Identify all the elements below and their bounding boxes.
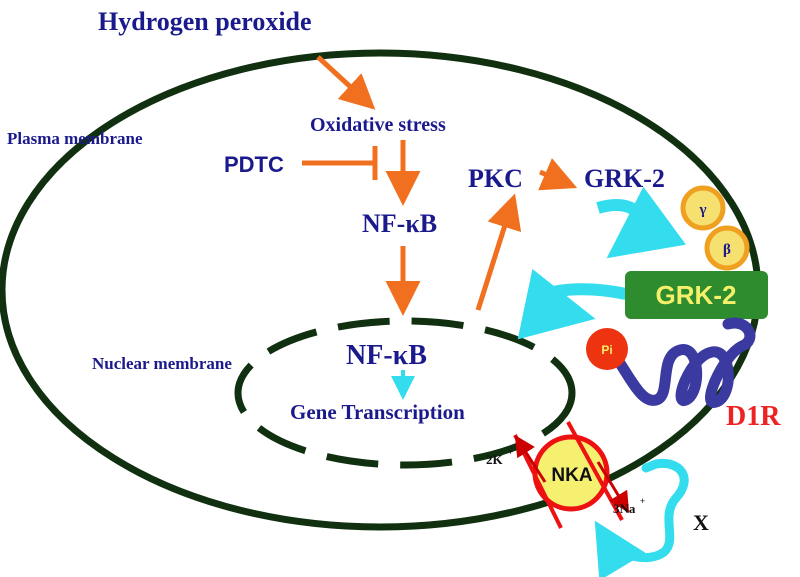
x-ligand: [594, 458, 689, 577]
plasma-membrane-label: Plasma membrane: [7, 129, 143, 148]
arrow-na-out: [596, 461, 630, 514]
oxidative-stress-label: Oxidative stress: [310, 114, 446, 136]
beta-subunit: [704, 225, 750, 271]
gamma-label: γ: [698, 202, 706, 218]
arrow-h2o2-to-oxidative-stress: [316, 55, 376, 110]
gene-transcription-label: Gene Transcription: [290, 400, 465, 424]
potassium-charge: +: [508, 447, 513, 457]
d1r-label: D1R: [726, 401, 781, 432]
d1r-receptor: [606, 317, 756, 408]
nka-label: NKA: [551, 465, 592, 486]
pdtc-label: PDTC: [224, 152, 284, 177]
hydrogen-peroxide-label: Hydrogen peroxide: [98, 7, 312, 36]
grk2-box: [625, 271, 768, 319]
arrow-pkc-to-grk2: [538, 158, 578, 191]
gamma-subunit: [680, 185, 726, 231]
nuclear-membrane: [234, 317, 576, 469]
cyan-arrow-phosphorylation: [517, 268, 628, 340]
pi-phosphate: [586, 328, 628, 370]
sodium-label: 3Na: [613, 501, 636, 516]
grk2-box-label: GRK-2: [656, 280, 737, 310]
potassium-label: 2K: [486, 452, 504, 467]
arrow-nucleus-to-pkc: [475, 193, 522, 311]
pi-label: Pi: [601, 343, 612, 357]
cyan-arrow-grk2-translocation: [596, 186, 686, 259]
sodium-charge: +: [640, 496, 645, 506]
nuclear-membrane-label: Nuclear membrane: [92, 354, 232, 373]
pkc-label: PKC: [468, 164, 523, 193]
beta-label: β: [723, 242, 731, 258]
nfkb-cytoplasm-label: NF-κB: [362, 209, 437, 238]
grk2-cytoplasm-label: GRK-2: [584, 164, 665, 193]
arrow-k-in: [514, 434, 547, 483]
nfkb-nucleus-label: NF-κB: [346, 340, 427, 371]
x-label: X: [693, 510, 709, 535]
